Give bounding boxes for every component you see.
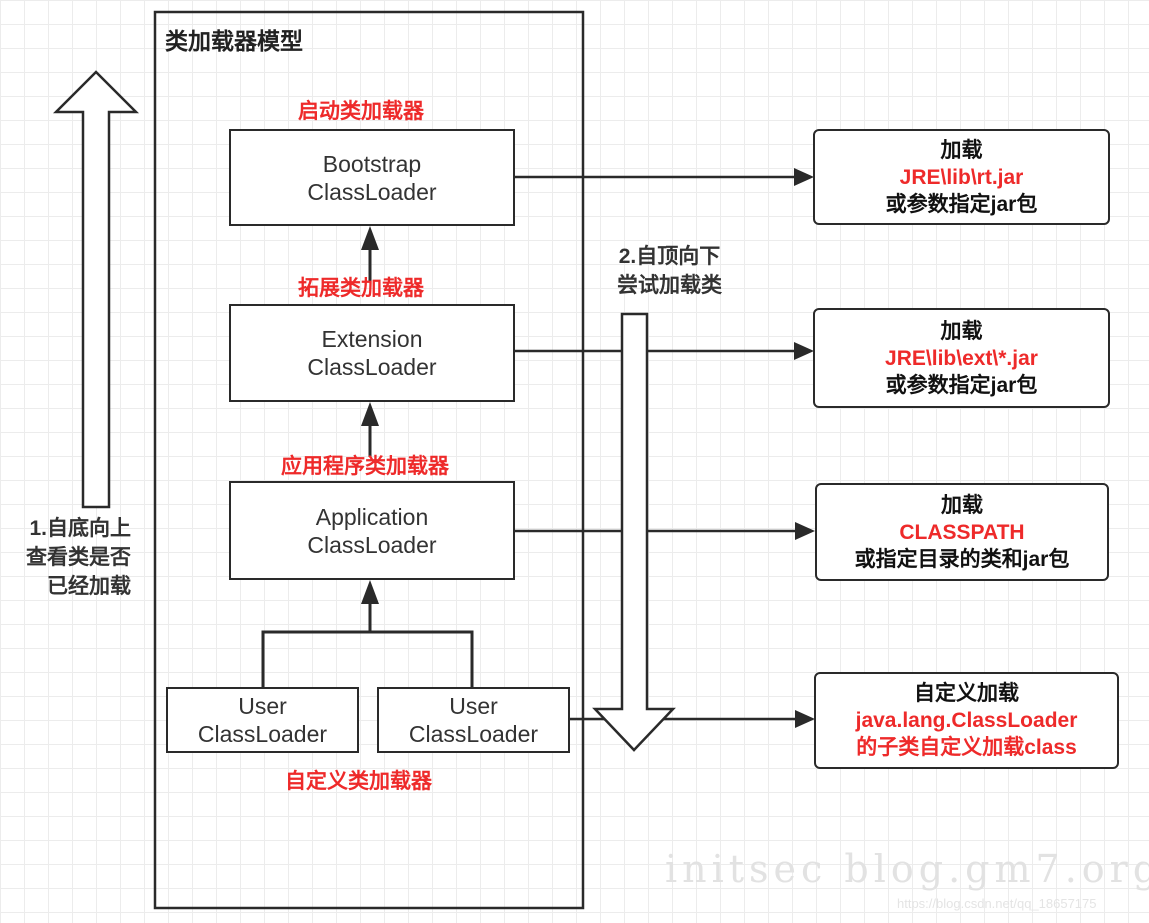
- application-line2: ClassLoader: [307, 531, 437, 558]
- bottom-up-note: 1.自底向上 查看类是否 已经加载: [14, 514, 131, 601]
- top-down-note: 2.自顶向下 尝试加载类: [617, 242, 722, 300]
- bootstrap-line1: Bootstrap: [322, 150, 422, 177]
- target-box-ext-jar: 加载 JRE\lib\ext\*.jar 或参数指定jar包: [813, 308, 1110, 408]
- bottom-up-line1: 1.自底向上: [29, 517, 131, 540]
- ext-arrowhead: [794, 342, 814, 360]
- application-classloader-box: Application ClassLoader: [229, 481, 515, 580]
- top-down-big-arrow: [592, 312, 676, 752]
- diagram-title: 类加载器模型: [165, 28, 303, 54]
- target4-line1: 自定义加载: [914, 682, 1019, 705]
- user-to-app-arrowhead: [361, 580, 379, 604]
- bottom-up-big-arrow: [52, 70, 140, 509]
- user2-line2: ClassLoader: [408, 721, 539, 747]
- user-classloader-box-1: User ClassLoader: [166, 687, 359, 753]
- watermark-text: initsec blog.gm7.org: [665, 847, 1149, 891]
- extension-line2: ClassLoader: [307, 354, 437, 380]
- csdn-watermark: https://blog.csdn.net/qq_18657175: [897, 896, 1097, 911]
- target2-line2: JRE\lib\ext\*.jar: [885, 346, 1038, 370]
- bottom-up-line2: 查看类是否: [26, 546, 131, 569]
- model-frame: [153, 10, 585, 910]
- application-loader-label: 应用程序类加载器: [281, 455, 449, 478]
- app-arrowhead: [795, 522, 815, 540]
- target3-line3: 或指定目录的类和jar包: [854, 547, 1070, 571]
- user-loaders-bracket: [261, 630, 474, 687]
- target1-line1: 加载: [940, 138, 983, 162]
- user1-line2: ClassLoader: [197, 721, 328, 747]
- bootstrap-line2: ClassLoader: [307, 178, 437, 205]
- bootstrap-arrowhead: [794, 168, 814, 186]
- target1-line3: 或参数指定jar包: [885, 192, 1038, 216]
- target4-line2: java.lang.ClassLoader: [855, 709, 1078, 732]
- top-down-line1: 2.自顶向下: [618, 245, 721, 268]
- user1-line1: User: [238, 693, 287, 719]
- extension-loader-label: 拓展类加载器: [298, 277, 424, 300]
- target-box-rt-jar: 加载 JRE\lib\rt.jar 或参数指定jar包: [813, 129, 1110, 225]
- target1-line2: JRE\lib\rt.jar: [899, 165, 1024, 189]
- bootstrap-classloader-box: Bootstrap ClassLoader: [229, 129, 515, 226]
- user-classloader-box-2: User ClassLoader: [377, 687, 570, 753]
- target3-line2: CLASSPATH: [899, 520, 1025, 544]
- extension-line1: Extension: [321, 326, 423, 352]
- target2-line1: 加载: [940, 319, 983, 343]
- target3-line1: 加载: [941, 493, 983, 517]
- user2-line1: User: [449, 693, 498, 719]
- target4-line3: 的子类自定义加载class: [856, 736, 1077, 759]
- bottom-up-line3: 已经加载: [47, 575, 131, 598]
- target2-line3: 或参数指定jar包: [885, 373, 1038, 397]
- app-to-ext-arrowhead: [361, 402, 379, 426]
- target-box-classpath: 加载 CLASSPATH 或指定目录的类和jar包: [815, 483, 1109, 581]
- bootstrap-loader-label: 启动类加载器: [298, 100, 424, 123]
- application-line1: Application: [315, 503, 429, 530]
- extension-classloader-box: Extension ClassLoader: [229, 304, 515, 402]
- ext-to-bootstrap-arrowhead: [361, 226, 379, 250]
- custom-loader-label: 自定义类加载器: [285, 770, 432, 793]
- top-down-line2: 尝试加载类: [617, 274, 722, 297]
- user-arrowhead: [795, 710, 815, 728]
- target-box-custom: 自定义加载 java.lang.ClassLoader 的子类自定义加载clas…: [814, 672, 1119, 769]
